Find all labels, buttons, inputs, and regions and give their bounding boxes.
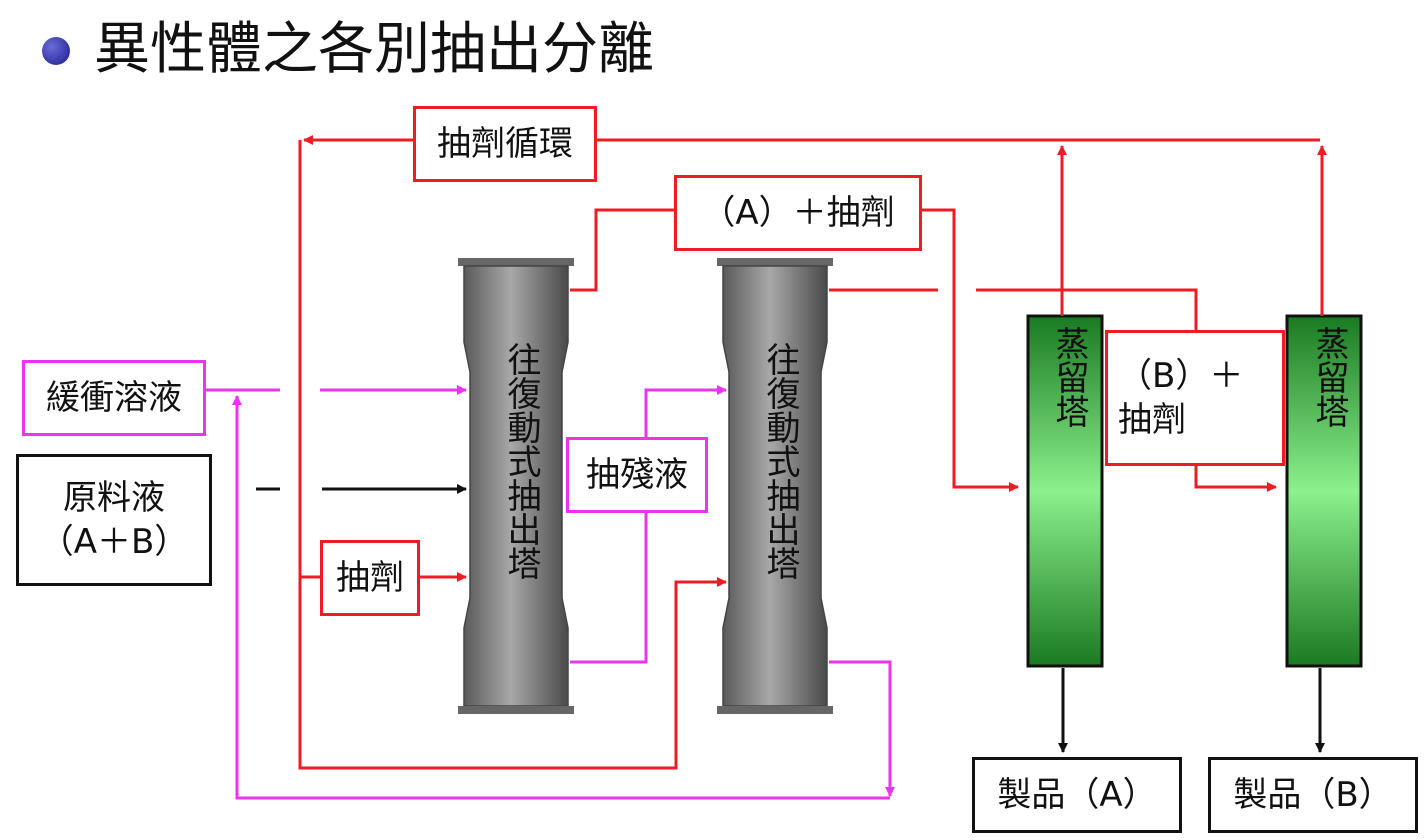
product-b-box: 製品（B）: [1208, 757, 1418, 833]
raffinate-to-column-2: [570, 385, 727, 664]
solvent-recycle-box: 抽劑循環: [413, 106, 597, 182]
feed-label: 原料液: [63, 478, 165, 518]
extraction-column-1-label: 往復動式抽出塔: [501, 342, 541, 580]
distillation-column-1-label: 蒸留塔: [1049, 326, 1089, 428]
b-plus-solvent-box: （B）＋ 抽劑: [1105, 330, 1285, 466]
buffer-recycle-line: [232, 395, 890, 800]
solvent-box: 抽劑: [320, 540, 420, 616]
feed-box: 原料液 （A＋B）: [16, 454, 212, 586]
page-title: 異性體之各別抽出分離: [94, 17, 654, 82]
a-solvent-to-distill-1: [922, 208, 1019, 492]
distillation-column-2-body: [1285, 314, 1363, 668]
column-2-bottom-line: [829, 660, 895, 797]
column-1-extract-line: [570, 208, 676, 292]
solvent-to-column-2: [298, 140, 727, 770]
distillation-column-2-label: 蒸留塔: [1309, 326, 1349, 428]
distillation-column-1-body: [1026, 314, 1104, 668]
a-plus-solvent-box: （A）＋抽劑: [674, 175, 922, 251]
extraction-column-2-label: 往復動式抽出塔: [760, 342, 800, 580]
product-a-box: 製品（A）: [972, 757, 1182, 833]
b-solvent-label: 抽劑: [1118, 400, 1186, 440]
raffinate-box: 抽殘液: [566, 437, 708, 513]
extraction-column-1-body: [458, 258, 574, 714]
feed-composition: （A＋B）: [39, 522, 189, 562]
column-2-extract-line-2: [976, 288, 1198, 330]
buffer-solution-box: 緩衝溶液: [22, 360, 206, 436]
b-plus-label: （B）＋: [1118, 356, 1244, 396]
bullet-icon: [42, 37, 70, 65]
b-solvent-to-distill-2: [1194, 466, 1277, 492]
extraction-column-2-body: [717, 258, 833, 714]
